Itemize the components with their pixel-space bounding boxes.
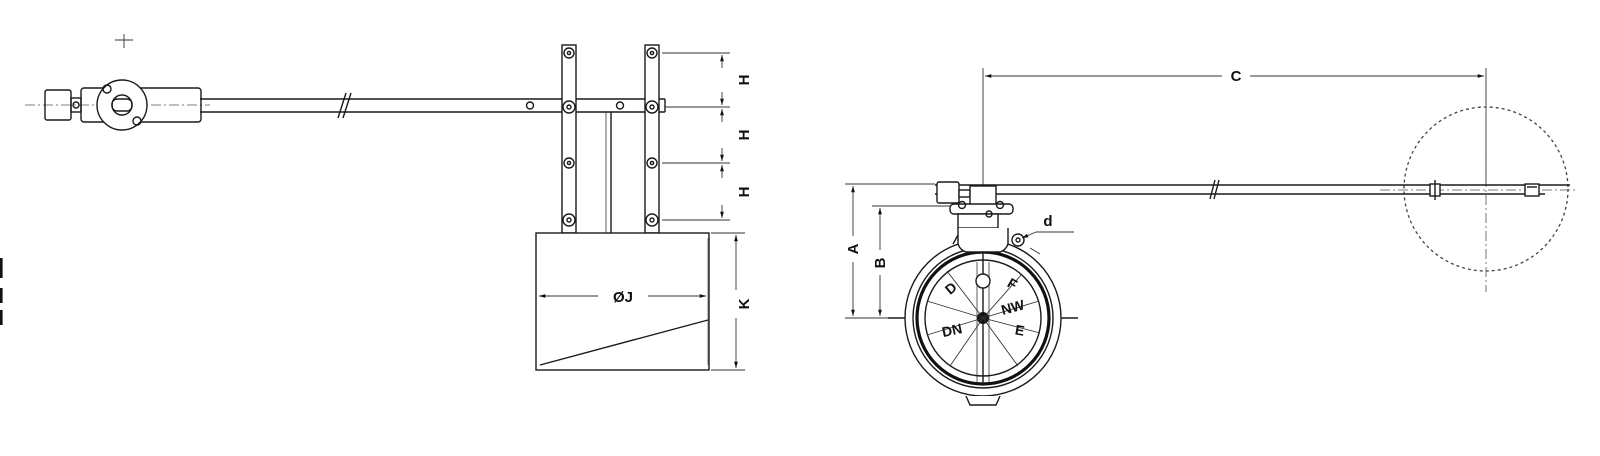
label-dn-zone: DN — [940, 320, 963, 340]
float-cylinder — [535, 232, 710, 371]
dimension-d — [1021, 231, 1074, 239]
label-e-zone: E — [1014, 321, 1026, 338]
dimension-c — [982, 68, 1487, 195]
label-c: C — [1231, 68, 1242, 85]
valve-hub — [44, 79, 202, 131]
label-a: A — [845, 243, 862, 254]
label-nw-zone: NW — [999, 296, 1026, 318]
label-h2: H — [736, 130, 753, 141]
valve-body — [888, 228, 1078, 406]
adjustment-bars — [561, 44, 660, 234]
label-d: d — [1043, 213, 1052, 230]
front-view: C A B d D F NW DN E — [845, 68, 1575, 406]
float-ball — [1380, 105, 1575, 292]
label-k: K — [736, 298, 753, 309]
dimension-k — [711, 232, 745, 371]
label-h1: H — [736, 75, 753, 86]
reference-mark — [115, 34, 133, 48]
dimension-b — [872, 205, 950, 316]
label-h3: H — [736, 187, 753, 198]
float-rod — [935, 179, 1570, 200]
side-view: H H H ØJ K — [0, 34, 753, 371]
label-j: ØJ — [613, 289, 633, 306]
dimension-h — [662, 52, 730, 221]
lever-arm — [200, 92, 666, 119]
label-b: B — [872, 257, 889, 268]
dimension-a — [845, 183, 935, 319]
